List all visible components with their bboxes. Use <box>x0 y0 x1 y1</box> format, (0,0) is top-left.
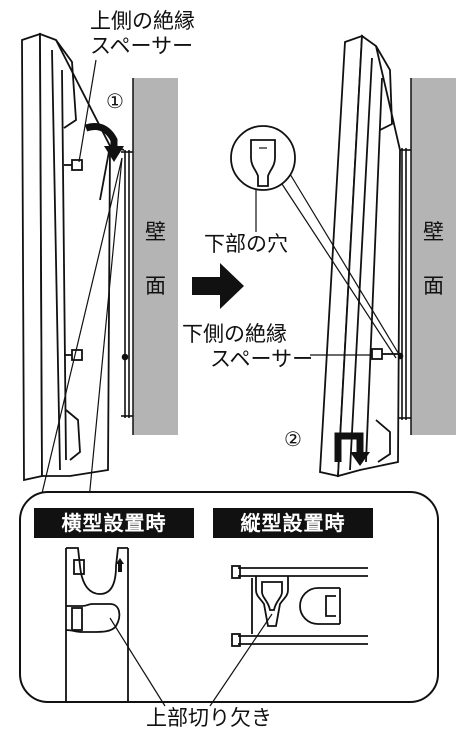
next-step-arrow <box>192 263 244 309</box>
rotate-arrow-1 <box>84 123 124 162</box>
horizontal-install-title: 横型設置時 <box>34 508 194 538</box>
lower-spacer-label-2: スペーサー <box>210 347 314 371</box>
lower-hole-magnifier <box>230 125 296 191</box>
notch-leader-horizontal <box>109 617 166 707</box>
tv-side-right <box>319 34 401 478</box>
lower-spacer-label-1: 下側の絶縁 <box>182 322 287 346</box>
wall-bracket-left <box>121 150 133 418</box>
wall-left <box>132 78 178 435</box>
wall-right-char-2: 面 <box>423 274 444 298</box>
tv-side-left <box>21 32 125 482</box>
upper-spacer-leader <box>78 59 97 163</box>
horizontal-bracket-detail <box>65 547 129 702</box>
vertical-install-title: 縦型設置時 <box>213 508 373 538</box>
step-2-marker: ② <box>284 427 302 451</box>
detail-leader-lines <box>37 157 123 511</box>
wall-left-char-2: 面 <box>145 274 166 298</box>
step2-arrow <box>334 432 370 466</box>
notch-leader-vertical <box>209 613 273 707</box>
wall-bracket-right <box>396 148 411 420</box>
upper-spacer-label-1: 上側の絶縁 <box>90 9 195 33</box>
lower-hole-label: 下部の穴 <box>204 232 288 256</box>
step-1-marker: ① <box>106 89 124 113</box>
top-notch-label: 上部切り欠き <box>146 706 272 730</box>
wall-right-char-1: 壁 <box>423 220 444 244</box>
detail-box-frame <box>19 491 439 703</box>
wall-left-char-1: 壁 <box>145 220 166 244</box>
upper-spacer-label-2: スペーサー <box>90 34 194 58</box>
vertical-bracket-detail <box>231 565 368 647</box>
wall-right <box>410 78 456 435</box>
magnifier-leaders <box>255 173 401 359</box>
